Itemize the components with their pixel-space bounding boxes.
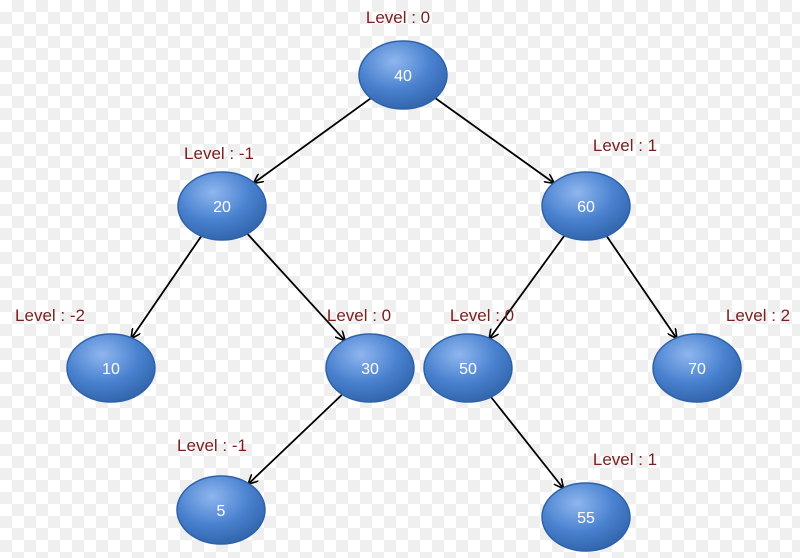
level-label-55: Level : 1 (593, 450, 657, 469)
node-value-label: 10 (102, 361, 120, 378)
node-ellipse (541, 171, 631, 241)
edge-arrow-n20-n30 (246, 233, 344, 340)
edge-arrow-n60-n50 (490, 235, 566, 339)
node-value-label: 40 (394, 68, 412, 85)
node-value-label: 60 (577, 199, 595, 216)
node-ellipse (358, 40, 448, 110)
level-labels-layer: Level : 0 Level : -1 Level : 1 Level : -2 Le… (15, 8, 790, 469)
edge-arrow-n20-n10 (132, 235, 203, 338)
node-ellipse (541, 482, 631, 552)
edge-arrow-n40-n60 (434, 97, 553, 183)
node-value-label: 5 (217, 503, 226, 520)
node-ellipse (652, 333, 742, 403)
node-value-label: 70 (688, 361, 706, 378)
tree-node-5: 5 (176, 475, 266, 545)
edges-layer (132, 97, 677, 488)
level-label-5: Level : -1 (177, 436, 247, 455)
tree-node-20: 20 (177, 171, 267, 241)
level-label-10: Level : -2 (15, 306, 85, 325)
node-value-label: 50 (459, 361, 477, 378)
tree-node-10: 10 (66, 333, 156, 403)
node-value-label: 20 (213, 199, 231, 216)
tree-node-30: 30 (325, 333, 415, 403)
edge-arrow-n40-n20 (254, 97, 372, 183)
tree-node-55: 55 (541, 482, 631, 552)
level-label-60: Level : 1 (593, 136, 657, 155)
level-label-30: Level : 0 (327, 306, 391, 325)
node-ellipse (423, 333, 513, 403)
tree-node-60: 60 (541, 171, 631, 241)
edge-arrow-n60-n70 (605, 235, 677, 338)
level-label-20: Level : -1 (184, 144, 254, 163)
node-ellipse (176, 475, 266, 545)
level-label-50: Level : 0 (450, 306, 514, 325)
node-ellipse (66, 333, 156, 403)
node-ellipse (325, 333, 415, 403)
node-ellipse (177, 171, 267, 241)
node-value-label: 55 (577, 510, 595, 527)
level-label-40: Level : 0 (366, 8, 430, 27)
node-value-label: 30 (361, 361, 379, 378)
edge-arrow-n50-n55 (490, 396, 563, 488)
tree-node-40: 40 (358, 40, 448, 110)
edge-arrow-n30-n5 (249, 393, 343, 483)
tree-node-70: 70 (652, 333, 742, 403)
level-label-70: Level : 2 (726, 306, 790, 325)
tree-node-50: 50 (423, 333, 513, 403)
